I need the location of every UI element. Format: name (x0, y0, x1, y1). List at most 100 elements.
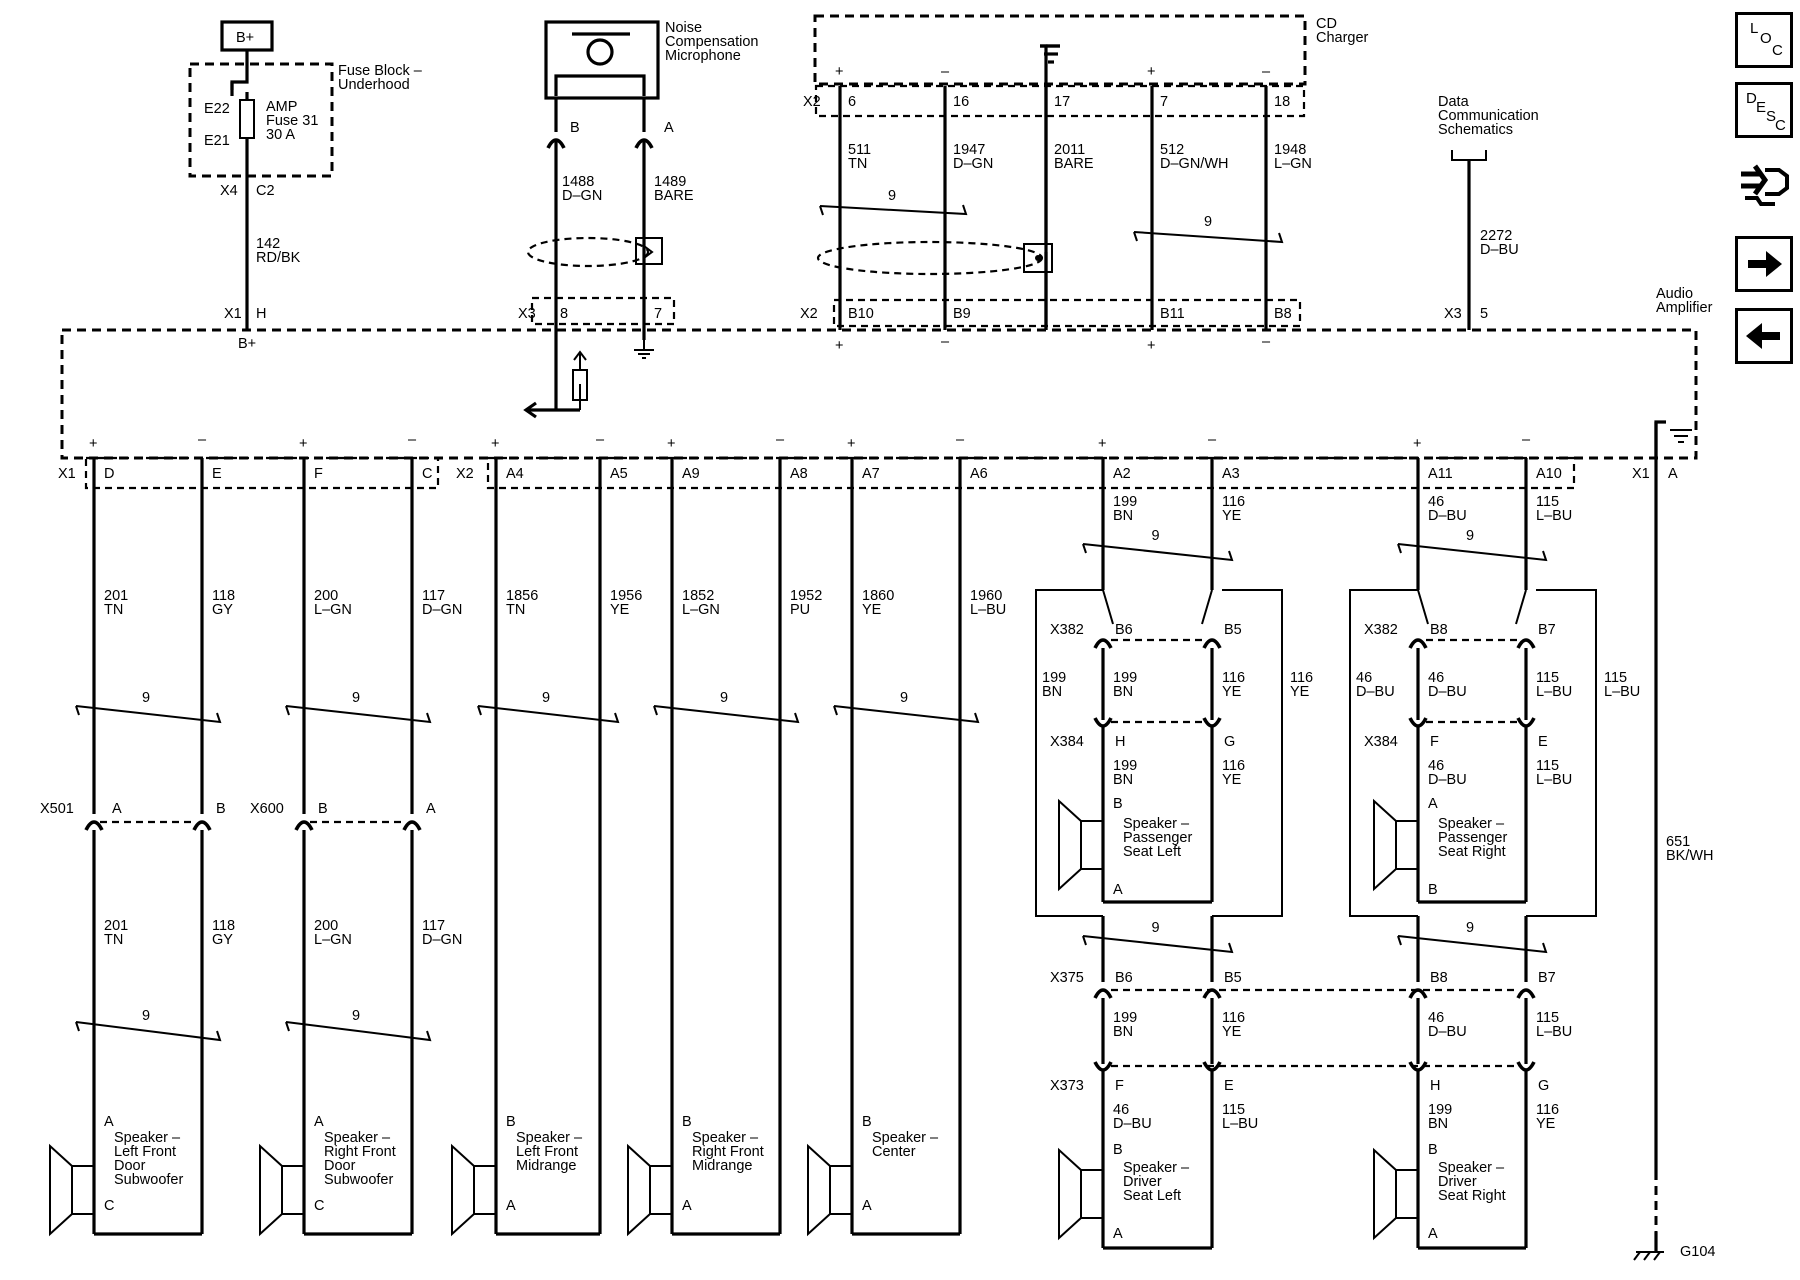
speaker-wire-label: L–BU (1604, 684, 1640, 700)
connector-x2: X2 (803, 94, 821, 110)
speaker-wire-label: YE (1222, 1024, 1242, 1040)
amp-pin: A2 (1113, 466, 1131, 482)
twisted-pair-marker (285, 1021, 432, 1042)
wire (643, 245, 654, 259)
speaker-name: Driver (1438, 1174, 1477, 1190)
connector-x384: X384 (1050, 734, 1084, 750)
fuse-rating-label: 30 A (266, 127, 295, 143)
speaker-wire-label: D–GN (422, 932, 462, 948)
speaker-wire-label: YE (1222, 772, 1242, 788)
pin-a: A (1668, 466, 1678, 482)
wire-1489-label: 1489 (654, 174, 686, 190)
speaker-wire-label: 115 (1536, 494, 1559, 510)
speaker-name: Subwoofer (114, 1172, 183, 1188)
seat-harness-outline (1035, 589, 1283, 917)
speaker-name: Speaker – (1123, 816, 1190, 832)
speaker-symbol (627, 1143, 651, 1237)
connector-x1: X1 (58, 466, 76, 482)
twisted-pair-marker (1397, 543, 1402, 554)
twisted-pair-marker (833, 705, 838, 716)
twist-count-label: 9 (1152, 920, 1160, 936)
cd-charger-label: Charger (1316, 30, 1369, 46)
speaker-pin: A (506, 1198, 516, 1214)
polarity-minus: – (1262, 334, 1271, 350)
speaker-wire-label: 200 (314, 588, 338, 604)
connector-x2: X2 (456, 466, 474, 482)
speaker-wire-label: D–BU (1428, 684, 1467, 700)
connector-views-button[interactable] (1735, 152, 1793, 208)
speaker-pin: A (1113, 1226, 1123, 1242)
twist-count-label: 9 (900, 690, 908, 706)
speaker-name: Right Front (692, 1144, 764, 1160)
amp-pin: A3 (1222, 466, 1240, 482)
speaker-pin: A (1428, 1226, 1438, 1242)
speaker-pin: B (1428, 882, 1438, 898)
speaker-symbol (1373, 1147, 1397, 1241)
data-communication-label: Communication (1438, 108, 1539, 124)
speaker-symbol (1080, 820, 1104, 870)
previous-page-button[interactable] (1735, 308, 1793, 364)
polarity-plus: + (1147, 338, 1155, 354)
svg-text:O: O (1760, 30, 1772, 47)
speaker-wire-label: BN (1113, 1024, 1133, 1040)
loc-icon: L O C (1750, 20, 1783, 59)
connector-x373: X373 (1050, 1078, 1084, 1094)
speaker-symbol (1080, 1169, 1104, 1219)
shield-drain-dot (1035, 255, 1041, 261)
pin-b: B (570, 120, 580, 136)
cd-wire-label: 1947 (953, 142, 985, 158)
twist-count-label: 9 (720, 690, 728, 706)
polarity-minus: – (956, 432, 965, 448)
wire (1417, 589, 1527, 625)
amp-pin: A11 (1428, 466, 1453, 482)
speaker-wire-label: D–BU (1428, 772, 1467, 788)
speaker-name: Speaker – (1438, 1160, 1505, 1176)
speaker-name: Midrange (516, 1158, 576, 1174)
twisted-pair-marker (1082, 935, 1087, 946)
speaker-wire-label: PU (790, 602, 810, 618)
wire-1488-label: 1488 (562, 174, 594, 190)
connector-x382: X382 (1050, 622, 1084, 638)
description-button[interactable]: D E S C (1735, 82, 1793, 138)
speaker-wire-label: L–BU (1536, 684, 1572, 700)
wire-142-label: RD/BK (256, 250, 301, 266)
speaker-name: Seat Left (1123, 1188, 1181, 1204)
cd-pin: 16 (953, 94, 969, 110)
speaker-wire-label: YE (1290, 684, 1310, 700)
speaker-wire-label: 46 (1428, 1010, 1444, 1026)
pin: B5 (1224, 970, 1242, 986)
speaker-pin: B (506, 1114, 516, 1130)
speaker-wire-label: 115 (1222, 1102, 1245, 1118)
connector-terminal (192, 820, 212, 831)
pin: B6 (1115, 970, 1133, 986)
pin: B7 (1538, 970, 1556, 986)
speaker-name: Door (114, 1158, 146, 1174)
speaker-name: Seat Right (1438, 1188, 1506, 1204)
terminal-e22: E22 (204, 101, 230, 117)
next-page-button[interactable] (1735, 236, 1793, 292)
speaker-wire-label: D–BU (1356, 684, 1395, 700)
speaker-wire-label: L–BU (1536, 508, 1572, 524)
speaker-wire-label: 1956 (610, 588, 642, 604)
wire (1451, 150, 1487, 161)
twisted-pair-marker (1133, 231, 1284, 244)
speaker-wire-label: 118 (212, 918, 235, 934)
speaker-wire-label: BN (1113, 508, 1133, 524)
wire-2272-label: D–BU (1480, 242, 1519, 258)
amp-pin: D (104, 466, 114, 482)
twisted-pair-marker (653, 705, 800, 724)
arrow-left-icon (1746, 323, 1780, 349)
speaker-name: Seat Right (1438, 844, 1506, 860)
ground-g104-label: G104 (1680, 1244, 1715, 1260)
terminal-e21: E21 (204, 133, 230, 149)
polarity-plus: + (1098, 436, 1106, 452)
location-button[interactable]: L O C (1735, 12, 1793, 68)
speaker-symbol (281, 1165, 305, 1215)
speaker-symbol (1058, 798, 1082, 892)
speaker-wire-label: 1960 (970, 588, 1002, 604)
speaker-wire-label: 116 (1222, 494, 1245, 510)
polarity-minus: – (408, 432, 417, 448)
speaker-wire-label: 116 (1222, 758, 1245, 774)
speaker-symbol (49, 1143, 73, 1237)
connector-terminal (402, 820, 422, 831)
